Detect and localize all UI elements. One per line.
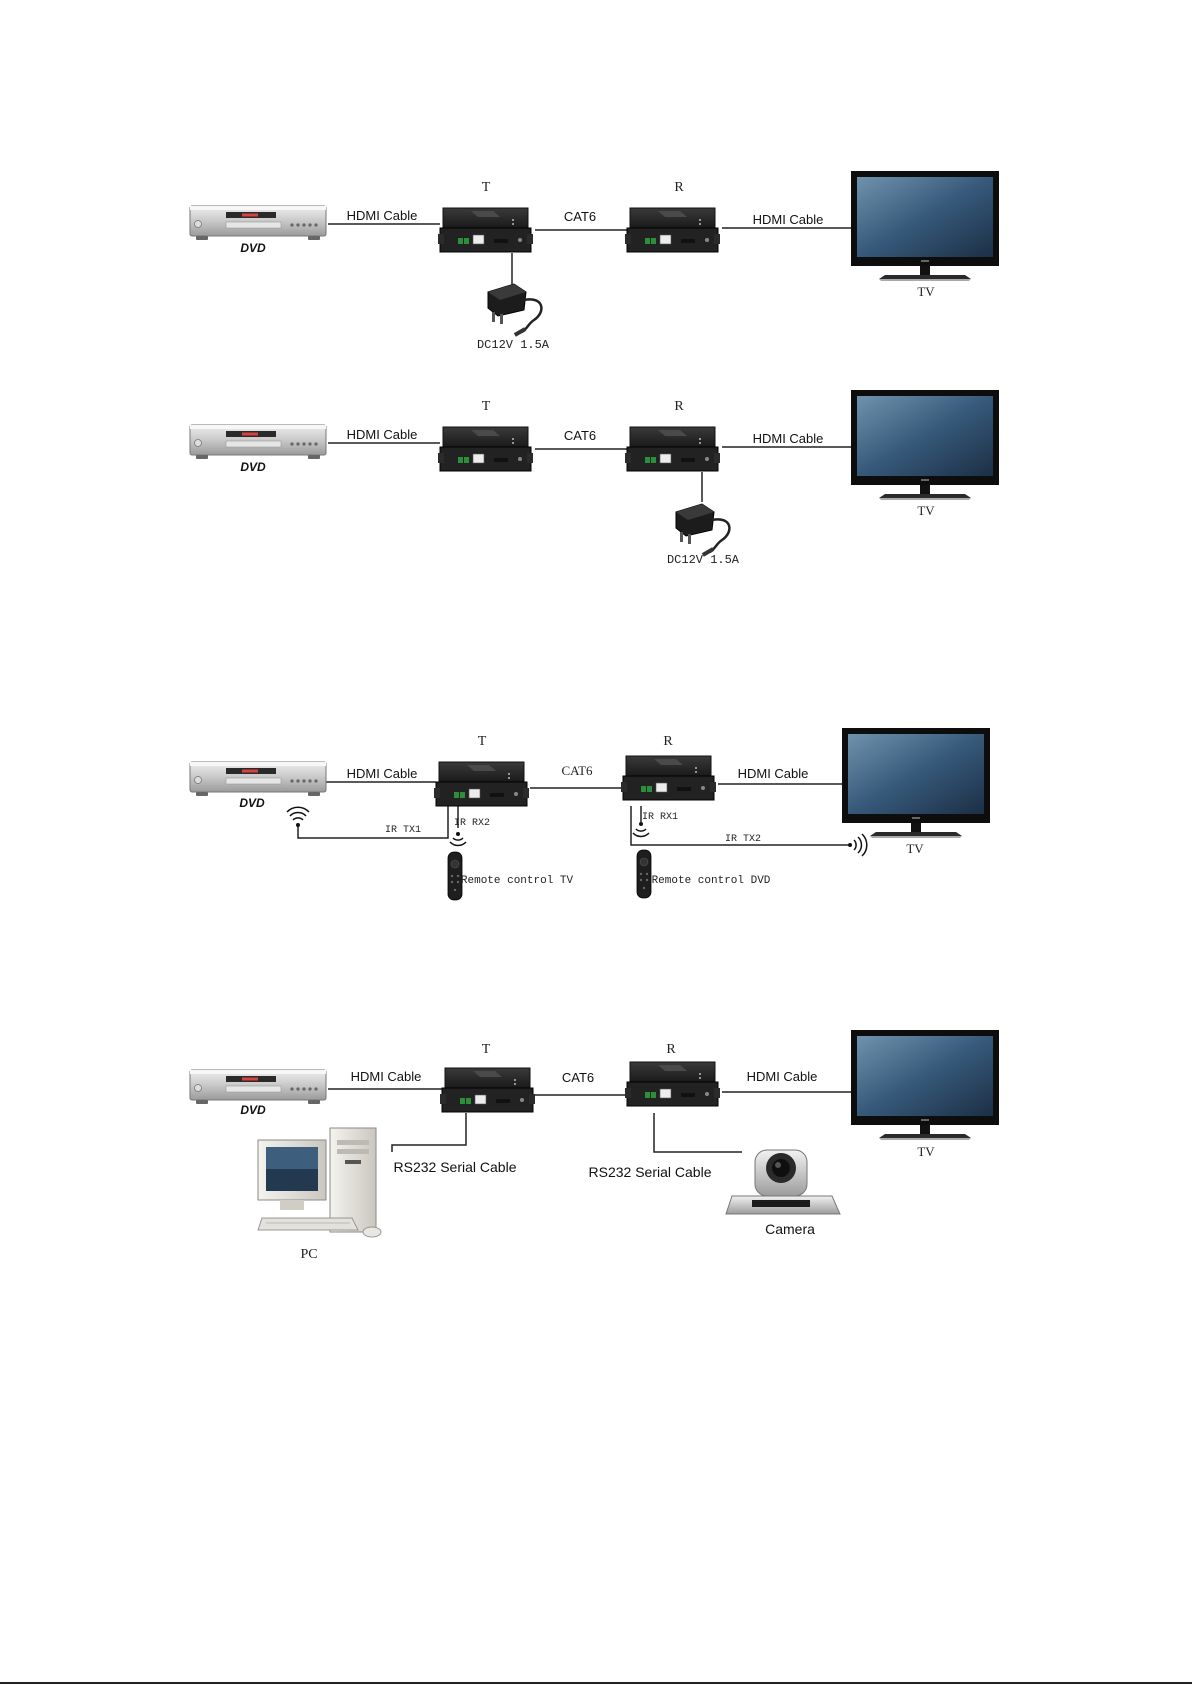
dvd-player [190,1070,326,1104]
tv [842,728,990,838]
transmitter-label: T [482,1042,491,1057]
power-label: DC12V 1.5A [477,338,550,352]
pc-label: PC [300,1247,317,1262]
power-adapter [676,504,729,557]
diagram-4: HDMI Cable CAT6 HDMI Cable T R DVD TV RS… [190,1030,999,1262]
tv [851,171,999,281]
transmitter-box [440,1068,535,1112]
cable-in-label: HDMI Cable [347,427,418,442]
ir-rx1-label: IR RX1 [642,812,678,823]
link-label: CAT6 [561,763,593,778]
link-label: CAT6 [564,428,596,443]
transmitter-label: T [478,734,487,749]
ir-rx2-label: IR RX2 [454,818,490,829]
dvd-player [190,762,326,796]
source-label: DVD [240,460,266,474]
dvd-player [190,206,326,240]
ir-tx1-cable [298,806,448,838]
source-label: DVD [239,796,265,810]
receiver-box [625,427,720,471]
cable-in-label: HDMI Cable [351,1069,422,1084]
receiver-label: R [666,1042,676,1057]
display-label: TV [917,1144,935,1159]
receiver-box [621,756,716,800]
transmitter-box [434,762,529,806]
transmitter-label: T [482,399,491,414]
remote-tv-label: Remote control TV [461,875,574,887]
cable-in-label: HDMI Cable [347,208,418,223]
rs232-left-label: RS232 Serial Cable [394,1159,517,1175]
cable-out-label: HDMI Cable [747,1069,818,1084]
diagram-1: HDMI Cable CAT6 HDMI Cable T R DVD TV DC… [190,171,999,352]
pc [258,1128,381,1237]
dvd-player [190,425,326,459]
ir-tx1-label: IR TX1 [385,825,421,836]
display-label: TV [917,503,935,518]
display-label: TV [906,841,924,856]
diagram-2: HDMI Cable CAT6 HDMI Cable T R DVD TV DC… [190,390,999,567]
ir-emitter-icon [848,834,867,856]
receiver-box [625,1062,720,1106]
cable-out-label: HDMI Cable [738,766,809,781]
camera [726,1150,840,1214]
receiver-label: R [674,180,684,195]
source-label: DVD [240,1103,266,1117]
receiver-label: R [663,734,673,749]
rs232-cable-right [654,1113,742,1152]
diagram-3: HDMI Cable CAT6 HDMI Cable T R DVD TV IR… [190,728,990,900]
receiver-label: R [674,399,684,414]
receiver-box [625,208,720,252]
ir-receiver-icon [450,832,466,845]
source-label: DVD [240,241,266,255]
remote-control-tv [448,852,462,900]
remote-dvd-label: Remote control DVD [652,875,771,887]
cable-out-label: HDMI Cable [753,212,824,227]
tv [851,390,999,500]
rs232-right-label: RS232 Serial Cable [589,1164,712,1180]
cable-in-label: HDMI Cable [347,766,418,781]
display-label: TV [917,284,935,299]
transmitter-box [438,427,533,471]
ir-tx2-label: IR TX2 [725,834,761,845]
tv [851,1030,999,1140]
transmitter-label: T [482,180,491,195]
transmitter-box [438,208,533,252]
camera-label: Camera [765,1221,815,1237]
cable-out-label: HDMI Cable [753,431,824,446]
power-adapter [488,284,541,337]
link-label: CAT6 [564,209,596,224]
rs232-cable-left [392,1113,466,1152]
remote-control-dvd [637,850,651,898]
ir-receiver-icon [633,822,649,836]
link-label: CAT6 [562,1070,594,1085]
ir-emitter-icon [287,807,309,827]
power-label: DC12V 1.5A [667,553,740,567]
